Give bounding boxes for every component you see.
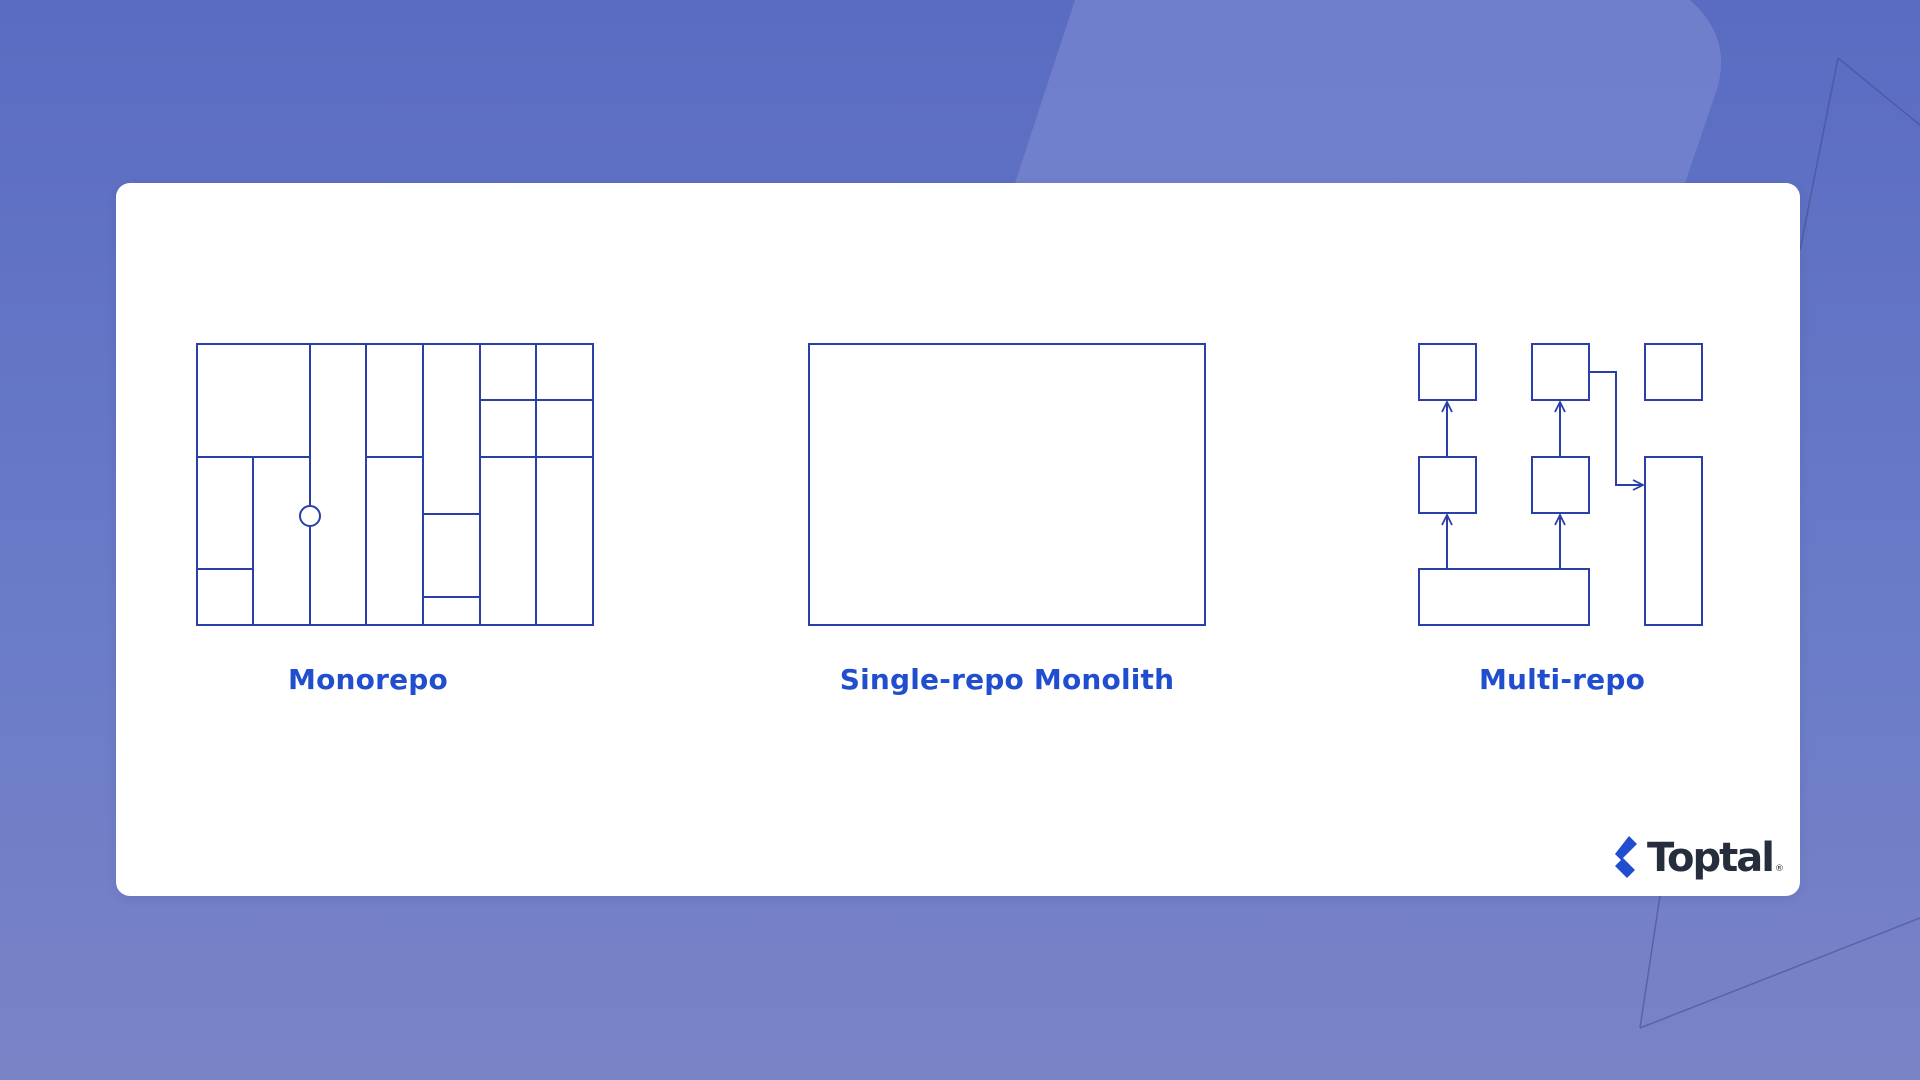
monorepo-diagram: [196, 343, 594, 626]
background-rounded-panel: [1015, 0, 1722, 183]
caption-monorepo: Monorepo: [288, 663, 448, 696]
monorepo-outer-frame: [196, 343, 594, 626]
multi-repo-diagram: [1418, 343, 1703, 626]
multi-repo-box-mid-left: [1418, 456, 1477, 514]
multi-repo-box-bottom-wide: [1418, 568, 1590, 626]
arrow-top-middle-to-tall-right: [1589, 371, 1643, 485]
registered-mark: ®: [1774, 864, 1784, 874]
multi-repo-box-tall-right: [1644, 456, 1703, 626]
multi-repo-box-top-left: [1418, 343, 1477, 401]
multi-repo-box-top-middle: [1531, 343, 1590, 401]
toptal-logo: Toptal ®: [1611, 833, 1784, 883]
toptal-mark-icon: [1615, 836, 1637, 878]
multi-repo-box-top-right: [1644, 343, 1703, 401]
diagram-canvas: [196, 343, 1703, 626]
monorepo-node-circle: [299, 505, 321, 527]
diagram-card: Monorepo Single-repo Monolith Multi-repo…: [116, 183, 1800, 896]
caption-single-repo-monolith: Single-repo Monolith: [839, 663, 1175, 696]
toptal-wordmark: Toptal: [1647, 835, 1775, 881]
multi-repo-box-mid-middle: [1531, 456, 1590, 514]
monolith-box: [808, 343, 1206, 626]
caption-multi-repo: Multi-repo: [1478, 663, 1646, 696]
single-repo-monolith-diagram: [808, 343, 1206, 626]
